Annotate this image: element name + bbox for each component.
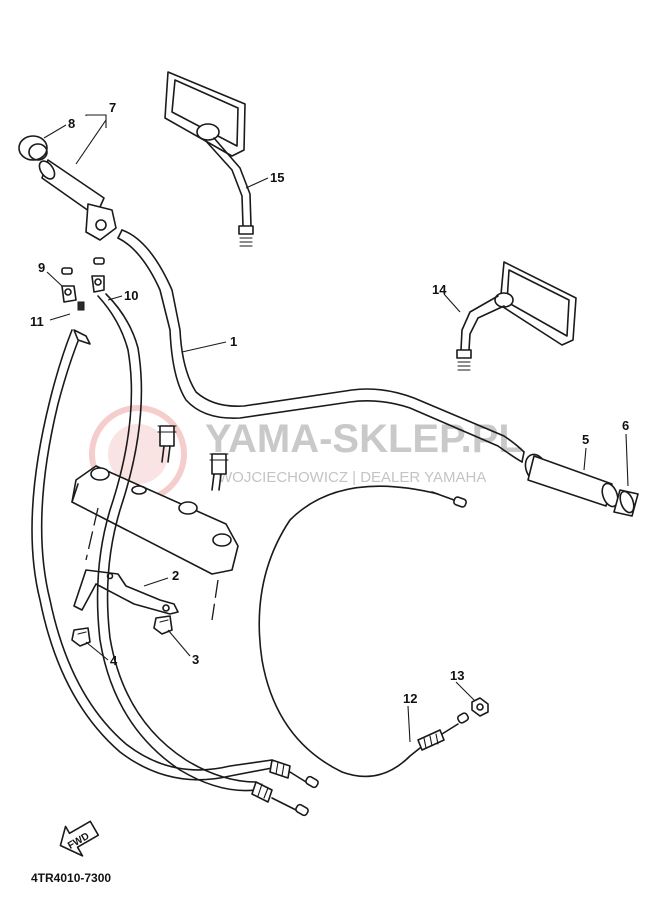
callout-7: 7	[109, 100, 116, 115]
watermark-main-text: YAMA-SKLEP.PL	[205, 417, 523, 461]
throttle-cables	[31, 293, 319, 817]
callout-10: 10	[124, 288, 138, 303]
watermark-sub-text: WOJCIECHOWICZ | DEALER YAMAHA	[218, 469, 486, 486]
long-cable	[258, 485, 470, 778]
callout-11: 11	[30, 314, 44, 329]
bracket	[73, 569, 179, 615]
callout-6: 6	[622, 418, 629, 433]
handlebar	[117, 229, 525, 491]
cable-clamp-3	[153, 615, 173, 635]
callout-1: 1	[230, 334, 237, 349]
callout-9: 9	[38, 260, 45, 275]
callout-5: 5	[582, 432, 589, 447]
callout-4: 4	[110, 653, 118, 668]
callout-8: 8	[68, 116, 75, 131]
callout-14: 14	[432, 282, 447, 297]
left-mirror	[164, 71, 254, 247]
callout-12: 12	[403, 691, 417, 706]
handlebar-holder	[71, 465, 239, 621]
left-grip	[18, 135, 117, 241]
watermark: YAMA-SKLEP.PL WOJCIECHOWICZ | DEALER YAM…	[89, 405, 523, 503]
callout-13: 13	[450, 668, 464, 683]
callout-3: 3	[192, 652, 199, 667]
callout-2: 2	[172, 568, 179, 583]
callout-numbers: 7 8 1 15 14 5 6 9 10 11 2 3 4 12 13	[30, 100, 629, 706]
callout-leaders	[43, 114, 629, 743]
nut	[471, 697, 489, 717]
diagram-code: 4TR4010-7300	[31, 871, 112, 885]
right-mirror	[456, 261, 577, 371]
callout-15: 15	[270, 170, 284, 185]
cable-clamp-4	[71, 627, 91, 647]
right-grip	[524, 453, 639, 517]
cable-fittings-left	[61, 257, 105, 311]
fwd-arrow-icon: FWD	[59, 820, 100, 857]
